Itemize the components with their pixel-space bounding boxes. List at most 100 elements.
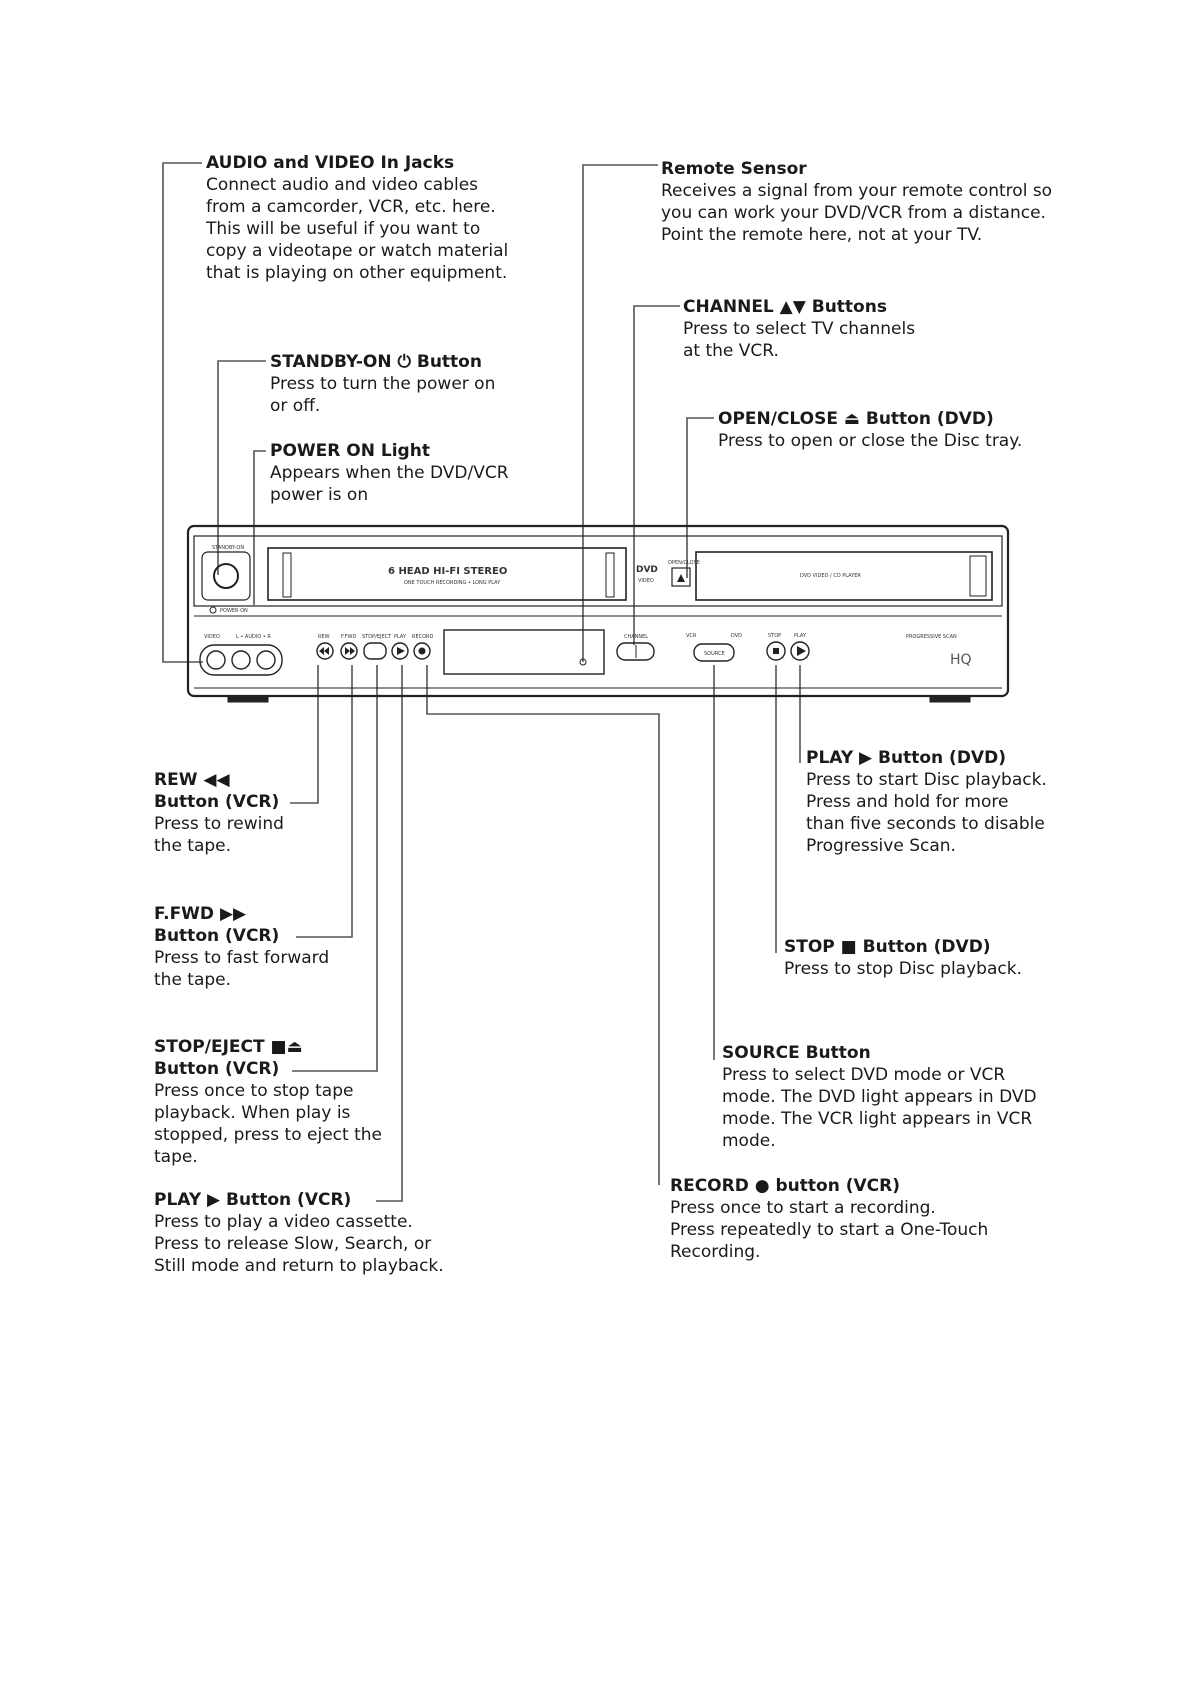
callout-title: STOP ■ Button (DVD) — [784, 937, 991, 957]
callout-ffwd-button: F.FWD ▶▶ Button (VCR) Press to fast forw… — [154, 903, 329, 991]
callout-standby-button: STANDBY-ON ⏻ Button Press to turn the po… — [270, 351, 495, 417]
leader-channel — [633, 305, 680, 645]
callout-channel-buttons: CHANNEL ▲▼ Buttons Press to select TV ch… — [683, 296, 915, 362]
front-display — [443, 629, 605, 675]
dvd-tray-label: DVD VIDEO / CD PLAYER — [800, 573, 861, 579]
rew-button[interactable] — [316, 642, 334, 660]
device-foot-right — [929, 695, 971, 703]
callout-power-on-light: POWER ON Light Appears when the DVD/VCR … — [270, 440, 509, 506]
callout-play-vcr-button: PLAY ▶ Button (VCR) Press to play a vide… — [154, 1189, 444, 1277]
callout-title: POWER ON Light — [270, 441, 430, 461]
callout-title: CHANNEL ▲▼ Buttons — [683, 297, 887, 317]
open-close-button[interactable] — [671, 567, 691, 587]
callout-body: Press to select DVD mode or VCR mode. Th… — [722, 1065, 1037, 1151]
record-label: RECORD — [412, 634, 434, 640]
callout-body: Press to turn the power on or off. — [270, 374, 496, 416]
dvd-sub-label: VIDEO — [638, 578, 654, 584]
play-label: PLAY — [394, 634, 407, 640]
open-close-label: OPEN/CLOSE — [668, 560, 700, 566]
device-foot-left — [227, 695, 269, 703]
dvd-tray — [695, 551, 993, 601]
leader-rew — [290, 665, 319, 804]
device-body — [186, 524, 1010, 698]
stop-label: STOP — [768, 633, 781, 639]
leader-remote-sensor — [582, 164, 658, 662]
vcr-mode-label: VCR — [686, 633, 697, 639]
callout-title: PLAY ▶ Button (DVD) — [806, 748, 1006, 768]
callout-title: OPEN/CLOSE ⏏ Button (DVD) — [718, 409, 994, 429]
callout-title: SOURCE Button — [722, 1043, 871, 1063]
callout-body: Press once to start a recording. Press r… — [670, 1198, 989, 1262]
callout-body: Press to stop Disc playback. — [784, 959, 1022, 979]
leader-stop-eject — [292, 665, 378, 1072]
audio-left-jack[interactable] — [231, 650, 251, 670]
leader-play-vcr — [376, 665, 403, 1202]
play2-label: PLAY — [794, 633, 807, 639]
stop-eject-button[interactable] — [363, 642, 387, 660]
channel-buttons[interactable] — [616, 642, 655, 661]
ffwd-button[interactable] — [340, 642, 358, 660]
callout-body: Press to open or close the Disc tray. — [718, 431, 1023, 451]
callout-body: Receives a signal from your remote contr… — [661, 181, 1053, 245]
callout-remote-sensor: Remote Sensor Receives a signal from you… — [661, 158, 1052, 246]
stop-eject-label: STOP/EJECT — [362, 634, 392, 640]
power-on-label: POWER ON — [220, 608, 248, 614]
audio-label: L • AUDIO • R — [236, 634, 271, 640]
vcr-subtitle: ONE TOUCH RECORDING • LONG PLAY — [404, 580, 501, 586]
callout-body: Appears when the DVD/VCR power is on — [270, 463, 509, 505]
callout-audio-video-jacks: AUDIO and VIDEO In Jacks Connect audio a… — [206, 152, 508, 284]
play-dvd-button[interactable] — [790, 641, 810, 661]
stop-dvd-button[interactable] — [766, 641, 786, 661]
source-label: SOURCE — [704, 651, 725, 657]
video-label: VIDEO — [204, 634, 220, 640]
device-top-band — [193, 535, 1003, 607]
callout-body: Press to start Disc playback. Press and … — [806, 770, 1047, 856]
leader-power-on — [253, 450, 266, 605]
callout-title: F.FWD ▶▶ Button (VCR) — [154, 904, 280, 946]
callout-stop-dvd-button: STOP ■ Button (DVD) Press to stop Disc p… — [784, 936, 1022, 980]
callout-body: Press to select TV channels at the VCR. — [683, 319, 916, 361]
remote-sensor — [579, 658, 587, 666]
callout-record-button: RECORD ● button (VCR) Press once to star… — [670, 1175, 988, 1263]
callout-rew-button: REW ◀◀ Button (VCR) Press to rewind the … — [154, 769, 284, 857]
vcr-cassette-door — [267, 547, 627, 601]
callout-title: PLAY ▶ Button (VCR) — [154, 1190, 352, 1210]
callout-body: Press to rewind the tape. — [154, 814, 284, 856]
channel-label: CHANNEL — [624, 634, 648, 640]
ffwd-label: F.FWD — [341, 634, 356, 640]
callout-source-button: SOURCE Button Press to select DVD mode o… — [722, 1042, 1037, 1152]
callout-title: AUDIO and VIDEO In Jacks — [206, 153, 455, 173]
callout-body: Connect audio and video cables from a ca… — [206, 175, 509, 283]
leader-open-close — [686, 417, 714, 578]
callout-title: STANDBY-ON ⏻ Button — [270, 352, 482, 372]
callout-body: Press to fast forward the tape. — [154, 948, 330, 990]
callout-play-dvd-button: PLAY ▶ Button (DVD) Press to start Disc … — [806, 747, 1047, 857]
callout-body: Press to play a video cassette. Press to… — [154, 1212, 444, 1276]
callout-title: REW ◀◀ Button (VCR) — [154, 770, 280, 812]
leader-record — [426, 665, 660, 1185]
source-button[interactable] — [693, 643, 735, 662]
leader-audio-video — [162, 162, 203, 663]
callout-title: STOP/EJECT ■⏏ Button (VCR) — [154, 1037, 303, 1079]
hq-label: HQ — [950, 652, 972, 668]
audio-right-jack[interactable] — [256, 650, 276, 670]
standby-label: STANDBY-ON — [212, 545, 244, 551]
vcr-logo: 6 HEAD HI-FI STEREO — [388, 566, 507, 577]
callout-stop-eject-button: STOP/EJECT ■⏏ Button (VCR) Press once to… — [154, 1036, 382, 1168]
leader-standby — [217, 360, 266, 575]
video-jack[interactable] — [206, 650, 226, 670]
rew-label: REW — [318, 634, 330, 640]
play-vcr-button[interactable] — [391, 642, 409, 660]
leader-ffwd — [296, 665, 353, 938]
progressive-scan-label: PROGRESSIVE SCAN — [906, 634, 957, 640]
callout-open-close-button: OPEN/CLOSE ⏏ Button (DVD) Press to open … — [718, 408, 1022, 452]
callout-title: RECORD ● button (VCR) — [670, 1176, 900, 1196]
callout-body: Press once to stop tape playback. When p… — [154, 1081, 382, 1167]
standby-button[interactable] — [213, 563, 239, 589]
record-button[interactable] — [413, 642, 431, 660]
dvd-logo: DVD — [636, 565, 658, 575]
dvd-mode-label: DVD — [731, 633, 742, 639]
callout-title: Remote Sensor — [661, 159, 807, 179]
